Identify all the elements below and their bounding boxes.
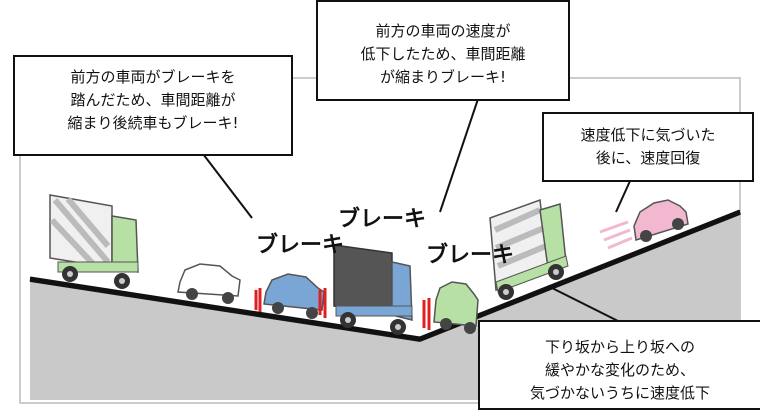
callout-speed-drop: 前方の車両の速度が 低下したため、車間距離 が縮まりブレーキ! — [316, 0, 570, 101]
dark-truck — [318, 244, 413, 335]
brake-label: ブレーキ — [256, 232, 344, 258]
brake-label: ブレーキ — [338, 206, 426, 232]
callout-line: 下り坂から上り坂への — [544, 338, 695, 356]
callout-line: 踏んだため、車間距離が — [70, 91, 236, 109]
callout-line: 縮まり後続車もブレーキ! — [67, 114, 239, 132]
white-car — [177, 263, 241, 304]
callout-slope-change: 下り坂から上り坂への 緩やかな変化のため、 気づかないうちに速度低下 — [478, 320, 760, 410]
green-car — [422, 281, 479, 334]
callout-pointer — [439, 98, 479, 213]
callout-pointer — [199, 149, 253, 219]
truck-left — [49, 194, 139, 289]
brake-label: ブレーキ — [426, 242, 514, 268]
callout-pointer — [547, 285, 621, 323]
pink-car — [599, 199, 689, 250]
callout-line: 速度低下に気づいた — [580, 126, 716, 144]
callout-line: が縮まりブレーキ! — [379, 68, 506, 86]
road-line — [29, 276, 421, 342]
callout-line: 前方の車両の速度が — [375, 22, 511, 40]
truck-uphill — [489, 198, 569, 300]
callout-line: 緩やかな変化のため、 — [544, 361, 695, 379]
callout-pointer — [615, 180, 631, 213]
callout-speed-recovery: 速度低下に気づいた 後に、速度回復 — [542, 112, 754, 182]
callout-line: 前方の車両がブレーキを — [70, 68, 236, 86]
road — [30, 210, 740, 342]
callout-line: 後に、速度回復 — [595, 149, 701, 167]
callout-line: 低下したため、車間距離 — [360, 45, 526, 63]
callout-line: 気づかないうちに速度低下 — [529, 384, 710, 402]
blue-car — [254, 273, 325, 319]
callout-brake-chain: 前方の車両がブレーキを 踏んだため、車間距離が 縮まり後続車もブレーキ! — [13, 55, 293, 156]
